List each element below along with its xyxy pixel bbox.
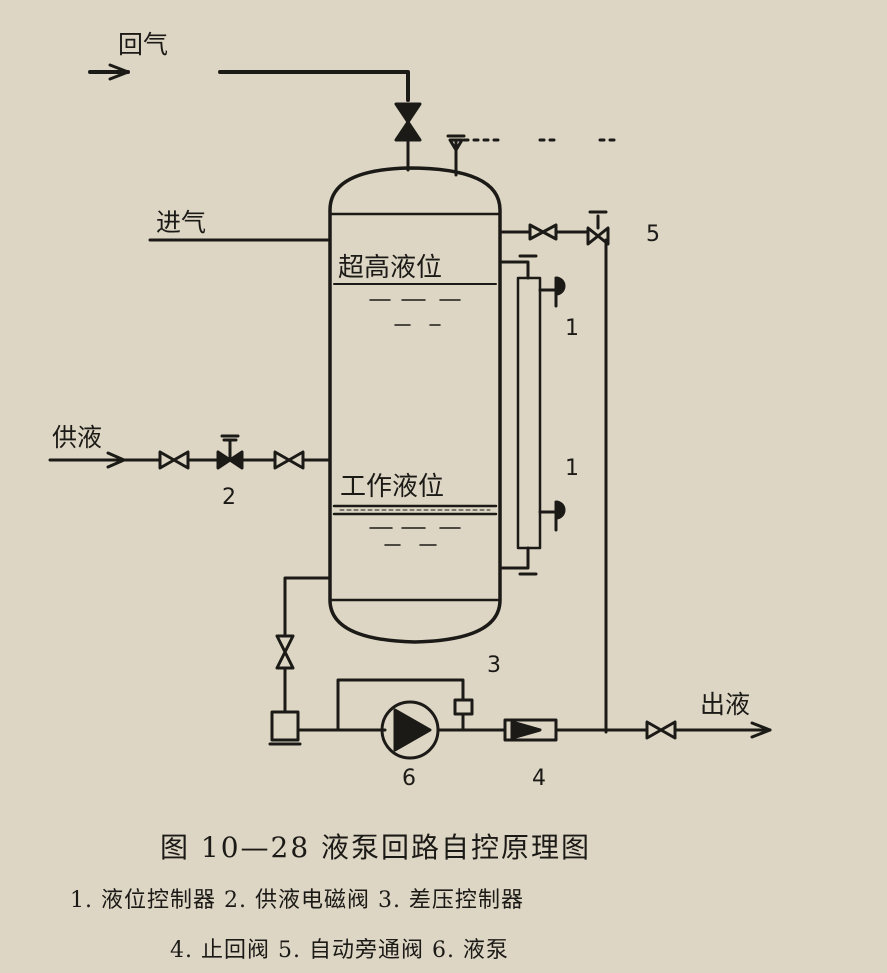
level-controller-top: [538, 276, 566, 296]
label-3: 3: [487, 653, 501, 678]
level-gauge: [516, 276, 542, 550]
outlet-valve: [645, 720, 677, 740]
legend-line-1: 1. 液位控制器 2. 供液电磁阀 3. 差压控制器: [70, 888, 524, 913]
label-4: 4: [532, 766, 546, 791]
figure-caption-title: 图 10—28 液泵回路自控原理图: [160, 831, 592, 864]
label-1-top: 1: [565, 316, 579, 341]
supply-valve-3: [273, 450, 305, 470]
label-6: 6: [402, 766, 416, 791]
super-high-level-label: 超高液位: [338, 253, 443, 283]
pump-triangle: [393, 708, 432, 752]
diff-pressure-line: [336, 678, 465, 732]
inlet-gas-label: 进气: [156, 208, 207, 237]
level-controller-bottom: [538, 500, 566, 520]
return-gas-label: 回气: [118, 30, 169, 59]
working-level-band: [332, 504, 498, 516]
outlet-liquid-label: 出液: [700, 690, 751, 719]
working-level-label: 工作液位: [340, 472, 445, 502]
vessel-body: [328, 166, 502, 644]
drain-valve: [275, 634, 295, 670]
filter: [270, 710, 300, 742]
auto-bypass-valve: [586, 226, 610, 246]
drain-pipe: [283, 576, 332, 714]
top-valve: [394, 102, 422, 142]
label-5: 5: [646, 222, 660, 247]
return-gas-arrow: [108, 63, 130, 81]
return-gas-pipe: [88, 70, 410, 102]
legend-line-2: 4. 止回阀 5. 自动旁通阀 6. 液泵: [170, 938, 509, 963]
label-1-bottom: 1: [565, 456, 579, 481]
supply-valve-1: [158, 450, 190, 470]
label-2: 2: [222, 485, 236, 510]
vent-valve: [446, 134, 466, 177]
supply-liquid-label: 供液: [52, 423, 103, 452]
diff-pressure-controller: [453, 698, 474, 716]
check-valve: [503, 718, 558, 742]
